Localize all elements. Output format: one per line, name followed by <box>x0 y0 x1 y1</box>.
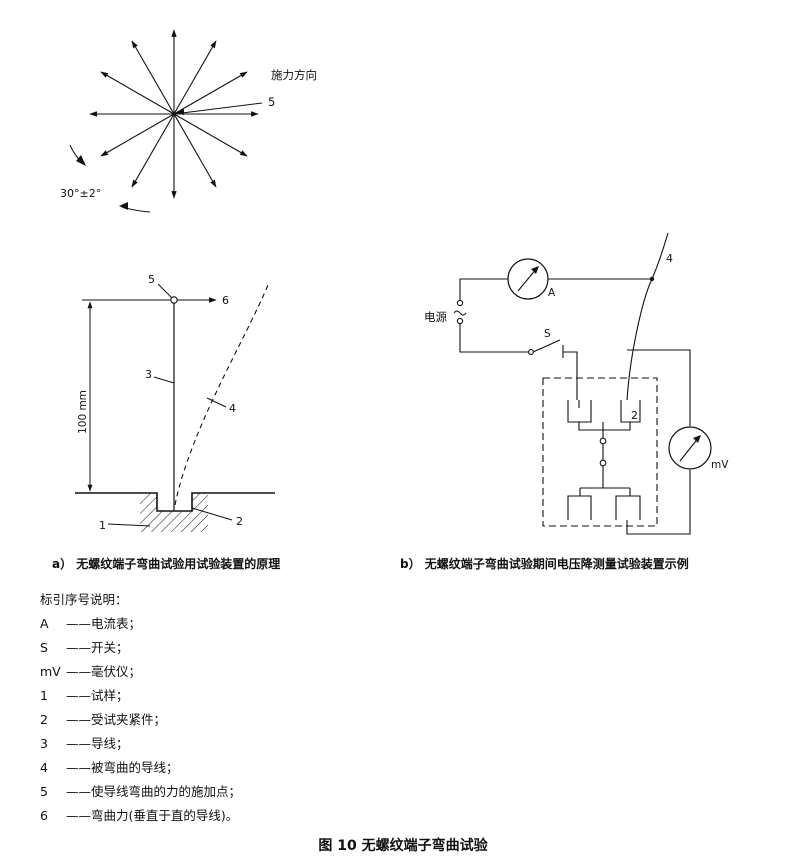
leader-2 <box>191 507 233 521</box>
caption-b: b） 无螺纹端子弯曲试验期间电压降测量试验装置示例 <box>400 556 689 571</box>
connector-dot-2 <box>599 459 607 467</box>
label-millivoltmeter: mV <box>711 459 729 471</box>
leader-1 <box>107 523 151 527</box>
ac-symbol <box>453 310 467 316</box>
dimension-label: 100 mm <box>77 390 89 434</box>
legend-title: 标引序号说明： <box>40 592 128 607</box>
leader-4 <box>206 397 227 408</box>
legend-item: S——开关； <box>40 640 129 655</box>
angle-arrowhead-2 <box>119 202 128 210</box>
leader-5-arrowhead <box>176 109 184 115</box>
callout-2-b: 2 <box>631 409 638 422</box>
dashed-enclosure <box>542 377 658 527</box>
fig-b-circuit <box>459 232 691 535</box>
callout-4: 4 <box>229 402 236 415</box>
label-switch: S <box>544 328 551 340</box>
angle-indicator <box>69 144 151 213</box>
label-ammeter: A <box>548 287 556 299</box>
callout-6: 6 <box>222 294 229 307</box>
legend-item: A——电流表； <box>40 616 142 631</box>
connector-dot-1 <box>599 437 607 445</box>
callout-2: 2 <box>236 515 243 528</box>
legend: 标引序号说明： A——电流表； S——开关； mV——毫伏仪； 1——试样； 2… <box>40 588 241 828</box>
callout-4-b: 4 <box>666 252 673 265</box>
power-terminal-top <box>456 299 464 307</box>
leader-5 <box>157 283 173 299</box>
label-force-direction: 施力方向 <box>271 68 317 82</box>
angle-arrowhead-1 <box>76 155 86 166</box>
legend-item: 1——试样； <box>40 688 129 703</box>
legend-item: 5——使导线弯曲的力的施加点； <box>40 784 242 799</box>
callout-5: 5 <box>148 273 155 286</box>
power-terminal-bottom <box>456 317 464 325</box>
callout-3: 3 <box>145 368 152 381</box>
bent-conductor <box>174 284 269 506</box>
legend-item: mV——毫伏仪； <box>40 664 142 679</box>
leader-5-top <box>173 102 263 115</box>
figure-canvas: 施力方向 5 30°±2° 5 6 3 4 1 <box>52 29 729 571</box>
junction-dot <box>649 276 655 282</box>
callout-5-top: 5 <box>268 95 275 109</box>
caption-a: a） 无螺纹端子弯曲试验用试验装置的原理 <box>52 556 280 571</box>
callout-1: 1 <box>99 519 106 532</box>
legend-item: 3——导线； <box>40 736 129 751</box>
label-angle: 30°±2° <box>60 187 101 200</box>
legend-item: 4——被弯曲的导线； <box>40 760 179 775</box>
ammeter-icon <box>507 258 549 300</box>
figure-title: 图 10 无螺纹端子弯曲试验 <box>318 838 488 854</box>
force-direction-star <box>89 29 259 199</box>
fig-a-drawing <box>75 283 275 532</box>
base-line <box>75 492 275 512</box>
label-power: 电源 <box>424 310 447 324</box>
millivoltmeter-icon <box>668 426 712 470</box>
legend-item: 6——弯曲力(垂直于直的导线)。 <box>40 808 239 823</box>
legend-item: 2——受试夹紧件； <box>40 712 167 727</box>
switch-terminal-left <box>528 349 534 355</box>
leader-3 <box>153 376 175 384</box>
